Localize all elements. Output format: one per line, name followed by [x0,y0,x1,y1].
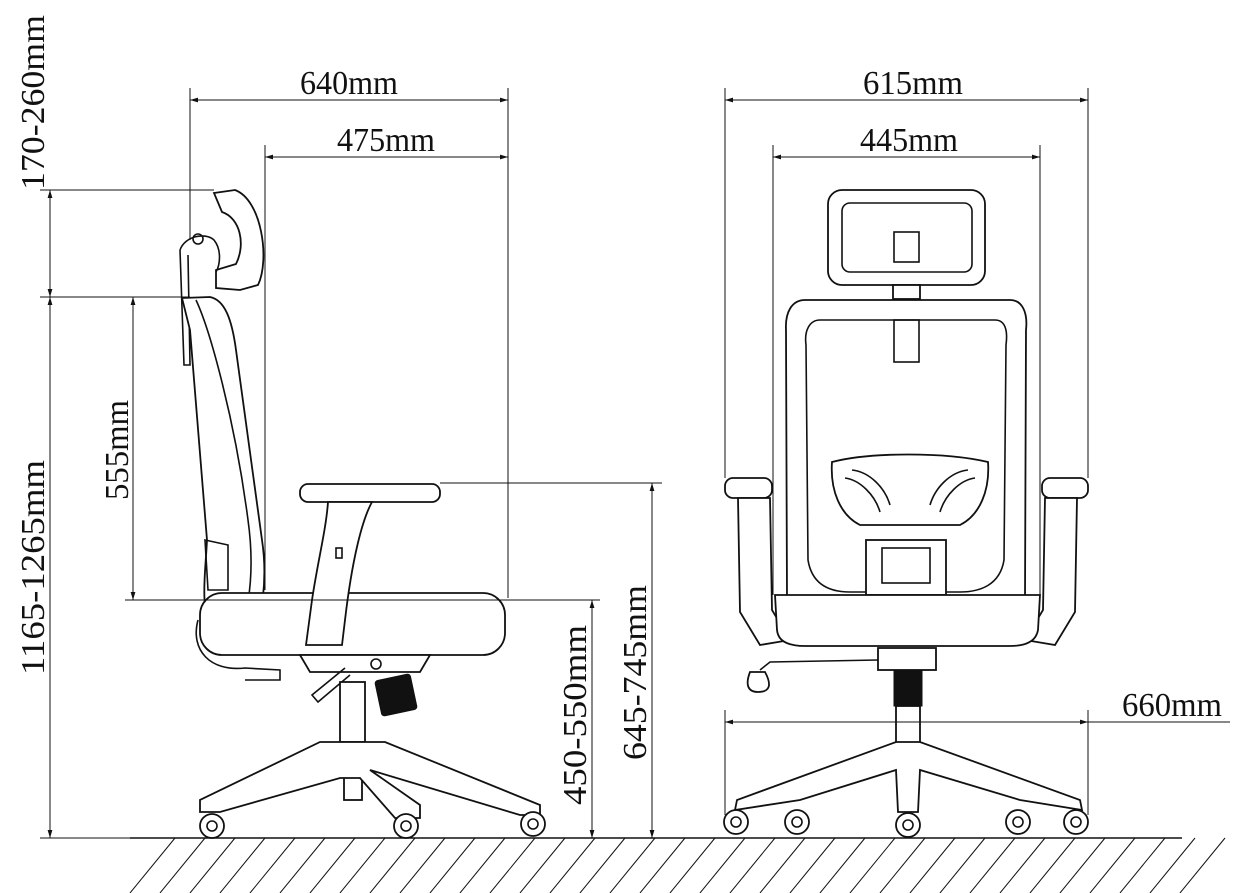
side-tilt-knob [374,673,418,717]
front-left-armrest [724,477,773,499]
front-view-chair [723,189,1089,838]
dim-475: 475mm [337,122,435,159]
side-view-chair [179,189,546,839]
hatch-line [729,837,776,893]
hatch-line [459,837,506,893]
hatch-line [609,837,656,893]
hatch-line [789,837,836,893]
dim-615: 615mm [863,65,963,102]
dim-450-550: 450-550mm [557,625,594,805]
hatch-line [549,837,596,893]
hatch-line [279,837,326,893]
hatch-line [249,837,296,893]
hatch-line [639,837,686,893]
hatch-line [189,837,236,893]
hatch-line [879,837,926,893]
front-seat [774,594,1041,647]
side-base [199,741,541,819]
hatch-line [999,837,1046,893]
front-headrest [827,189,986,286]
side-casters [199,811,546,839]
hatch-line [489,837,536,893]
ground-hatching [129,837,1226,893]
hatch-line [429,837,476,893]
hatch-line [759,837,806,893]
hatch-line [969,837,1016,893]
hatch-line [1149,837,1196,893]
hatch-line [309,837,356,893]
side-headrest [212,189,265,291]
dim-170-260: 170-260mm [15,15,52,190]
dim-660: 660mm [1122,687,1222,724]
dim-445: 445mm [860,122,958,159]
hatch-line [669,837,716,893]
hatch-line [819,837,866,893]
dimension-arrows [47,97,1230,838]
hatch-line [159,837,206,893]
hatch-line [369,837,416,893]
side-armrest-pad [299,483,441,503]
hatch-line [129,837,176,893]
front-right-armrest [1041,477,1089,499]
extension-lines [40,88,1089,839]
front-gas-lift-knob [893,669,923,707]
side-armrest-post [304,501,374,646]
hatch-line [939,837,986,893]
front-base [733,741,1084,813]
dim-1165-1265: 1165-1265mm [15,460,52,675]
hatch-line [579,837,626,893]
dim-645-745: 645-745mm [617,585,654,760]
hatch-line [1029,837,1076,893]
hatch-line [699,837,746,893]
hatch-line [339,837,386,893]
dim-640: 640mm [300,65,398,102]
front-lumbar-support [830,453,990,526]
hatch-line [399,837,446,893]
hatch-line [849,837,896,893]
hatch-line [1119,837,1166,893]
front-casters [723,809,1089,838]
hatch-line [909,837,956,893]
hatch-line [1059,837,1106,893]
side-seat [199,592,506,656]
hatch-line [1089,837,1136,893]
hatch-line [1179,837,1226,893]
hatch-line [519,837,566,893]
dim-555: 555mm [99,400,136,500]
hatch-line [219,837,266,893]
